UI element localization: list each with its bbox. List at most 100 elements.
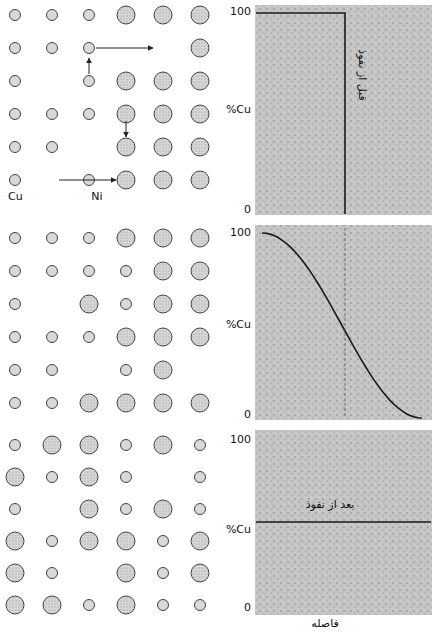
cu-atom [47, 398, 58, 409]
cu-atom [195, 600, 206, 611]
ni-atom [191, 6, 209, 24]
cu-atom [158, 568, 169, 579]
ni-atom [154, 500, 172, 518]
ni-atom [117, 105, 135, 123]
ni-atom [117, 596, 135, 614]
ni-atom [117, 328, 135, 346]
axis-value: 100 [230, 227, 251, 239]
ni-atom [191, 138, 209, 156]
cu-atom [47, 568, 58, 579]
ni-atom [117, 532, 135, 550]
concentration-curve [262, 233, 422, 418]
ni-atom [191, 171, 209, 189]
cu-atom [47, 536, 58, 547]
ni-atom [154, 295, 172, 313]
cu-atom [10, 365, 21, 376]
axis-value: 100 [230, 6, 251, 18]
ni-atom [154, 361, 172, 379]
graph-panel [255, 225, 432, 420]
cu-atom [84, 76, 95, 87]
cu-atom [84, 109, 95, 120]
ni-atom [191, 39, 209, 57]
ni-atom [117, 229, 135, 247]
axis-title: فاصله [311, 618, 339, 630]
cu-atom [195, 472, 206, 483]
cu-atom [47, 233, 58, 244]
cu-atom [121, 504, 132, 515]
cu-atom [10, 175, 21, 186]
ni-atom [43, 436, 61, 454]
cu-atom [84, 266, 95, 277]
cu-atom [158, 536, 169, 547]
ni-atom [191, 72, 209, 90]
cu-atom [10, 43, 21, 54]
concentration-level [256, 521, 431, 523]
cu-atom [10, 76, 21, 87]
ni-atom [154, 262, 172, 280]
ni-atom [117, 72, 135, 90]
ni-atom [191, 394, 209, 412]
cu-atom [84, 43, 95, 54]
cu-atom [84, 10, 95, 21]
cu-atom [47, 332, 58, 343]
ni-atom [117, 6, 135, 24]
axis-title: %Cu [226, 524, 251, 536]
cu-atom [10, 109, 21, 120]
jump-arrow [89, 58, 90, 74]
cu-atom [10, 299, 21, 310]
axis-value: 0 [244, 409, 251, 421]
axis-value: 0 [244, 602, 251, 614]
ni-atom [117, 138, 135, 156]
concentration-step [256, 13, 345, 214]
ni-atom [154, 105, 172, 123]
cu-atom [121, 266, 132, 277]
ni-atom [191, 328, 209, 346]
cu-atom [10, 10, 21, 21]
axis-value: 0 [244, 204, 251, 216]
ni-atom [6, 468, 24, 486]
cu-atom [84, 233, 95, 244]
ni-atom [154, 328, 172, 346]
cu-atom [10, 504, 21, 515]
cu-atom [47, 472, 58, 483]
ni-atom [117, 171, 135, 189]
state-label: قبل از نفوذ [356, 49, 368, 100]
ni-atom [43, 596, 61, 614]
ni-atom [154, 171, 172, 189]
ni-atom [80, 500, 98, 518]
cu-atom [10, 233, 21, 244]
cu-atom [47, 10, 58, 21]
ni-atom [6, 532, 24, 550]
cu-atom [47, 266, 58, 277]
cu-atom [10, 398, 21, 409]
graph-panel [255, 430, 432, 615]
interface-line [345, 228, 346, 418]
cu-atom [121, 440, 132, 451]
axis-value: 100 [230, 434, 251, 446]
ni-atom [80, 436, 98, 454]
ni-atom [191, 295, 209, 313]
cu-atom [195, 440, 206, 451]
ni-atom [191, 564, 209, 582]
ni-atom [154, 394, 172, 412]
ni-atom [154, 229, 172, 247]
ni-atom [80, 295, 98, 313]
cu-atom [10, 142, 21, 153]
cu-atom [121, 472, 132, 483]
cu-atom [47, 109, 58, 120]
cu-atom [10, 332, 21, 343]
ni-atom [154, 138, 172, 156]
ni-atom [191, 532, 209, 550]
ni-atom [6, 564, 24, 582]
ni-atom [154, 436, 172, 454]
cu-atom [47, 43, 58, 54]
ni-atom [117, 394, 135, 412]
ni-atom [191, 105, 209, 123]
element-label: Cu [8, 191, 23, 203]
cu-atom [121, 365, 132, 376]
element-label: Ni [91, 191, 102, 203]
ni-atom [80, 394, 98, 412]
ni-atom [80, 532, 98, 550]
